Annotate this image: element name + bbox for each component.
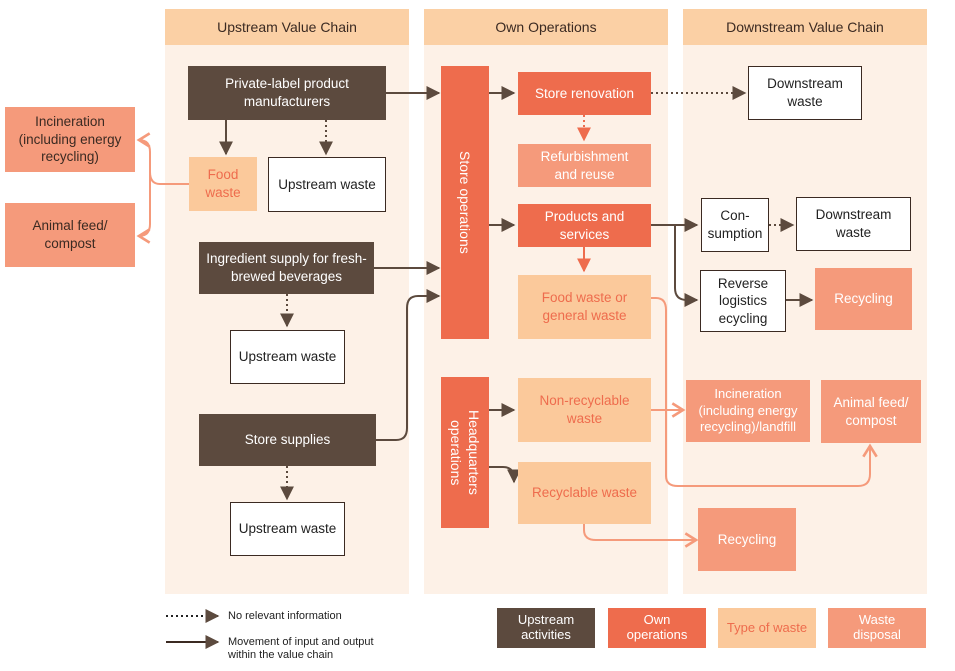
non-recyclable-waste-box: Non-recyclable waste xyxy=(518,378,651,442)
recycling-right-box: Recycling xyxy=(815,268,912,330)
upstream-waste-box-2: Upstream waste xyxy=(230,330,345,384)
upstream-column-header: Upstream Value Chain xyxy=(165,9,409,45)
incineration-right-box: Incineration (including energy recycling… xyxy=(686,380,810,442)
recyclable-waste-box: Recyclable waste xyxy=(518,462,651,524)
food-waste-upstream-box: Food waste xyxy=(189,157,257,211)
upstream-waste-box-1: Upstream waste xyxy=(268,157,386,212)
store-supplies-box: Store supplies xyxy=(199,414,376,466)
store-operations-box: Store operations xyxy=(441,66,489,339)
legend-solid-label: Movement of input and output within the … xyxy=(228,636,374,662)
downstream-waste-box-2: Downstream waste xyxy=(796,197,911,251)
hq-operations-box: Headquarters operations xyxy=(441,377,489,528)
legend-disposal-box: Waste disposal xyxy=(828,608,926,648)
downstream-column-header: Downstream Value Chain xyxy=(683,9,927,45)
animal-feed-left-box: Animal feed/ compost xyxy=(5,203,135,267)
legend-waste-box: Type of waste xyxy=(718,608,816,648)
incineration-left-box: Incineration (including energy recycling… xyxy=(5,107,135,172)
upstream-waste-box-3: Upstream waste xyxy=(230,502,345,556)
legend-upstream-box: Upstream activities xyxy=(497,608,595,648)
refurbishment-box: Refurbishment and reuse xyxy=(518,144,651,187)
ingredient-supply-box: Ingredient supply for fresh-brewed bever… xyxy=(199,242,374,294)
animal-feed-right-box: Animal feed/ compost xyxy=(821,380,921,443)
downstream-waste-box-1: Downstream waste xyxy=(748,66,862,120)
private-label-box: Private-label product manufacturers xyxy=(188,66,386,120)
consumption-box: Con- sumption xyxy=(701,198,769,252)
legend-dotted-label: No relevant information xyxy=(228,610,342,622)
legend-own-box: Own operations xyxy=(608,608,706,648)
reverse-logistics-box: Reverse logistics ecycling xyxy=(700,270,786,332)
store-renovation-box: Store renovation xyxy=(518,72,651,115)
recycling-bottom-box: Recycling xyxy=(698,508,796,571)
own-operations-column-header: Own Operations xyxy=(424,9,668,45)
products-services-box: Products and services xyxy=(518,204,651,247)
food-or-general-waste-box: Food waste or general waste xyxy=(518,275,651,339)
